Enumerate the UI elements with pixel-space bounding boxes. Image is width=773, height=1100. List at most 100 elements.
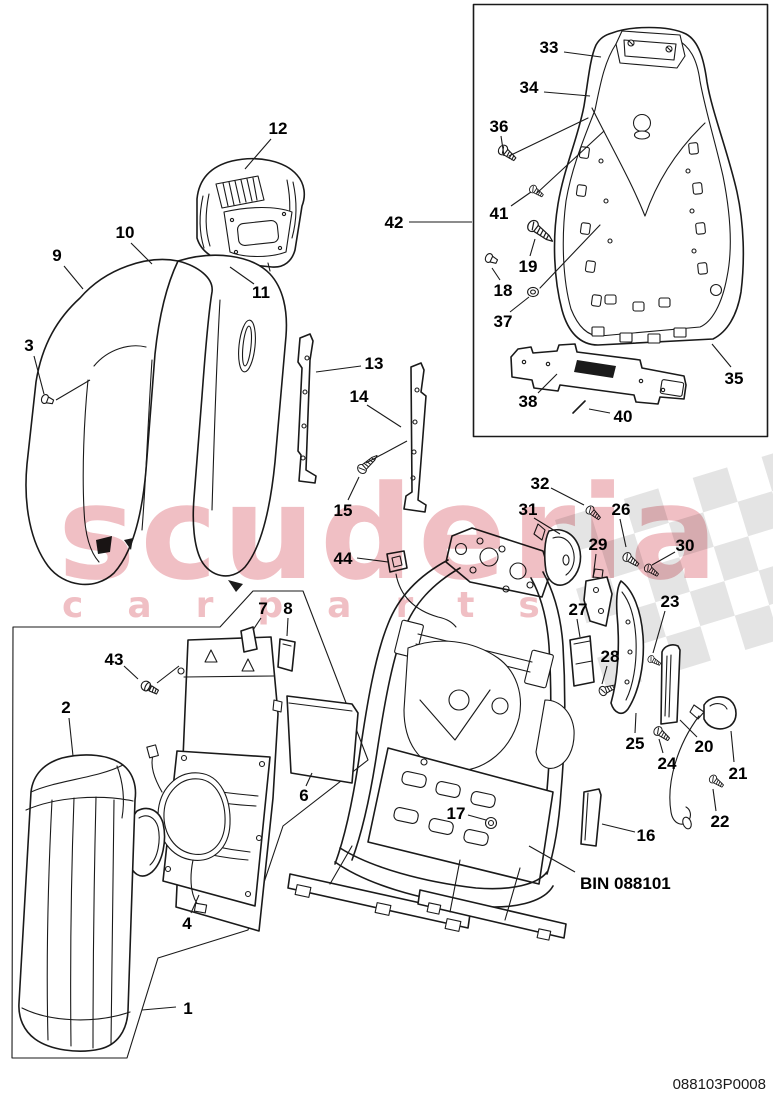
leader-line-23 — [652, 610, 666, 654]
pin-18 — [483, 251, 500, 267]
screw-19 — [524, 217, 557, 247]
trim-25 — [610, 580, 645, 715]
callout-14: 14 — [350, 387, 369, 406]
callout-25: 25 — [626, 734, 645, 753]
callout-2: 2 — [61, 698, 70, 717]
leader-line-16 — [601, 823, 636, 833]
screw-22 — [707, 773, 726, 790]
leader-line-10 — [130, 242, 153, 265]
callout-30: 30 — [676, 536, 695, 555]
cushion-2 — [18, 754, 137, 1052]
leader-line-2 — [68, 717, 74, 757]
callout-23: 23 — [661, 592, 680, 611]
callouts: 3334364119183738403542121110931314154432… — [24, 38, 747, 1018]
leader-line-1 — [141, 1006, 177, 1011]
leader-line-4 — [190, 894, 200, 914]
leader-line-34 — [543, 91, 591, 97]
screw-23 — [646, 653, 663, 668]
callout-44: 44 — [334, 549, 353, 568]
leader-line-15 — [365, 440, 408, 464]
leader-line-30 — [651, 551, 676, 566]
bin-leader-line — [528, 845, 576, 873]
callout-26: 26 — [612, 500, 631, 519]
leader-line-19 — [529, 238, 536, 257]
bolt-17 — [484, 816, 498, 830]
callout-16: 16 — [637, 826, 656, 845]
callout-10: 10 — [116, 223, 135, 242]
watermark-sub: carparts — [62, 585, 584, 626]
leader-line-43 — [156, 665, 180, 684]
flag-cell — [689, 581, 735, 627]
leader-line-11 — [229, 266, 255, 285]
flag-cell — [668, 512, 714, 558]
leader-line-6 — [305, 772, 313, 787]
leader-line-40 — [588, 408, 611, 414]
watermark-brand: scuderia — [58, 457, 723, 609]
panel-6 — [286, 695, 359, 784]
leader-line-20 — [679, 719, 698, 738]
clip-44 — [386, 550, 457, 628]
wire-harness — [146, 744, 231, 914]
grommet-37 — [527, 286, 539, 298]
callout-31: 31 — [519, 500, 538, 519]
screw-24 — [651, 724, 673, 744]
callout-19: 19 — [519, 257, 538, 276]
bin-text: BIN 088101 — [580, 874, 671, 893]
leader-line-22 — [712, 788, 717, 812]
part-mounting-strip-38 — [510, 343, 687, 405]
leader-line-15 — [347, 476, 360, 501]
flag-cell — [713, 536, 759, 582]
leader-line-21 — [730, 730, 735, 763]
callout-34: 34 — [520, 78, 539, 97]
leader-line-44 — [356, 557, 389, 563]
group-outline — [11, 590, 369, 1059]
callout-8: 8 — [283, 599, 292, 618]
callout-38: 38 — [519, 392, 538, 411]
flag-cell — [644, 557, 690, 603]
callout-33: 33 — [540, 38, 559, 57]
callout-28: 28 — [601, 647, 620, 666]
flag-cell — [758, 560, 773, 606]
callout-40: 40 — [614, 407, 633, 426]
leader-line-37 — [509, 296, 530, 313]
leader-line-41 — [510, 191, 532, 207]
tab-7 — [240, 626, 258, 653]
stud-40 — [572, 400, 586, 414]
tab-8 — [277, 638, 296, 672]
leader-line-3 — [33, 355, 45, 395]
flag-cell — [761, 446, 773, 492]
bracket-29 — [583, 568, 613, 627]
part-headrest-12 — [196, 157, 306, 272]
callout-1: 1 — [183, 999, 192, 1018]
rail-13 — [297, 333, 317, 484]
leader-line-33 — [563, 51, 602, 58]
callout-27: 27 — [569, 600, 588, 619]
leader-line-24 — [658, 738, 664, 754]
callout-20: 20 — [695, 737, 714, 756]
leader-line-26 — [619, 518, 627, 548]
callout-24: 24 — [658, 754, 677, 773]
callout-13: 13 — [365, 354, 384, 373]
part-backrest-shell — [553, 26, 745, 346]
flag-cell — [737, 491, 773, 537]
leader-line-12 — [244, 138, 272, 170]
callout-6: 6 — [299, 786, 308, 805]
panel-20 — [660, 644, 681, 725]
leader-line-32 — [550, 487, 585, 506]
callout-36: 36 — [490, 117, 509, 136]
callout-15: 15 — [334, 501, 353, 520]
callout-41: 41 — [490, 204, 509, 223]
inset-box — [472, 3, 769, 438]
callout-43: 43 — [105, 650, 124, 669]
leader-line-35 — [711, 343, 732, 368]
callout-21: 21 — [729, 764, 748, 783]
leader-line-27 — [576, 618, 581, 638]
pad-27 — [569, 635, 595, 687]
callout-29: 29 — [589, 535, 608, 554]
screw-41 — [527, 183, 546, 200]
leader-line-3 — [55, 379, 91, 401]
leader-line-9 — [63, 265, 84, 290]
callout-11: 11 — [252, 283, 270, 302]
leader-line-8 — [286, 617, 289, 637]
